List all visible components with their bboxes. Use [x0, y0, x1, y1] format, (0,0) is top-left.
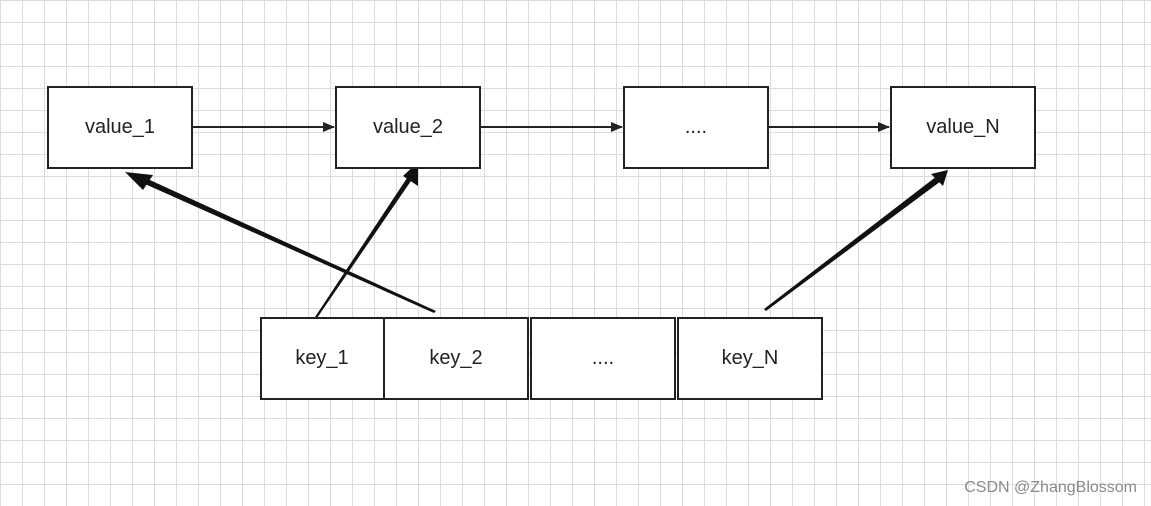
value-node-1-label: value_1	[84, 116, 156, 138]
key-node-ellipsis-label: ....	[591, 347, 615, 369]
value-node-ellipsis: ....	[623, 86, 769, 169]
key-node-n-label: key_N	[721, 347, 779, 369]
value-node-2: value_2	[335, 86, 481, 169]
key-node-2-label: key_2	[429, 347, 483, 369]
key-node-1: key_1	[260, 317, 406, 400]
value-node-n: value_N	[890, 86, 1036, 169]
key-node-1-label: key_1	[295, 347, 349, 369]
value-node-1: value_1	[47, 86, 193, 169]
key-node-2: key_2	[383, 317, 529, 400]
pointer-keyN-to-valueN	[764, 176, 941, 311]
pointer-key2-to-value1	[136, 175, 436, 313]
pointer-key1-to-value2	[315, 175, 413, 318]
key-node-ellipsis: ....	[530, 317, 676, 400]
key-node-n: key_N	[677, 317, 823, 400]
pointer-keyN-to-valueN-head	[931, 170, 948, 186]
pointer-key2-to-value1-head	[125, 172, 153, 190]
watermark-text: CSDN @ZhangBlossom	[964, 479, 1137, 496]
value-node-n-label: value_N	[926, 116, 1000, 138]
value-node-2-label: value_2	[372, 116, 444, 138]
value-node-ellipsis-label: ....	[684, 116, 708, 138]
